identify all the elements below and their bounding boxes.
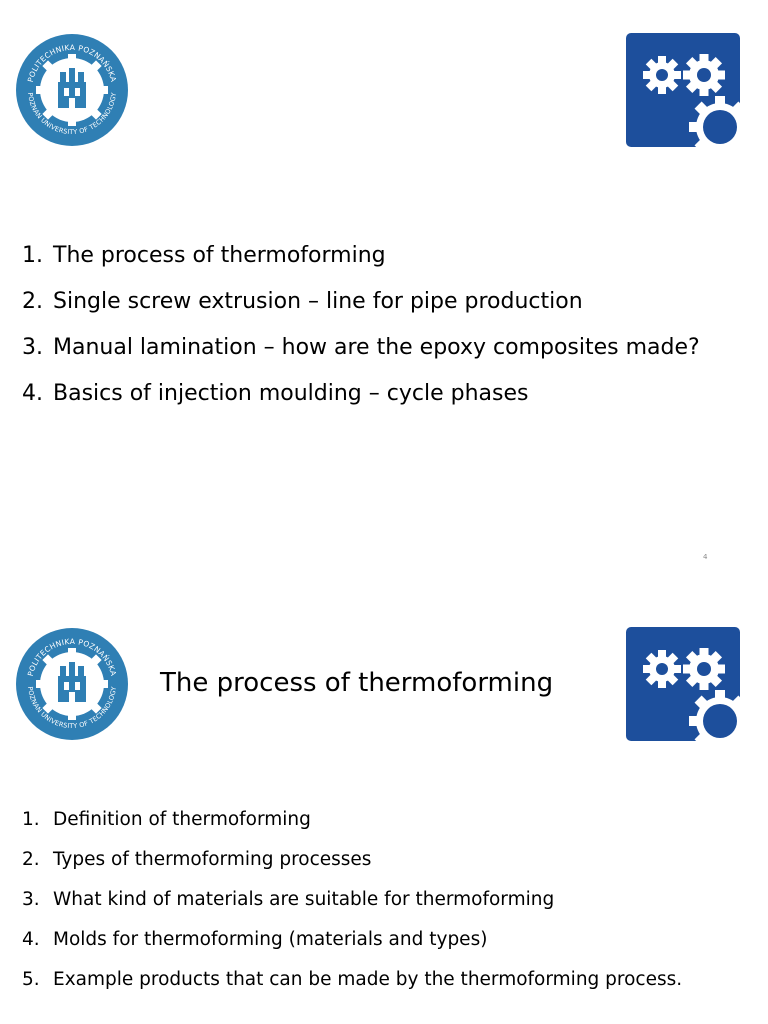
university-seal-icon: POLITECHNIKA POZNAŃSKA POZNAN UNIVERSITY… <box>16 34 128 146</box>
university-seal-icon: POLITECHNIKA POZNAŃSKA POZNAN UNIVERSITY… <box>16 628 128 740</box>
list-item: 4.Molds for thermoforming (materials and… <box>22 929 488 950</box>
list-item: 2.Types of thermoforming processes <box>22 849 372 870</box>
list-item: 3.Manual lamination – how are the epoxy … <box>22 335 700 360</box>
slide-1: POLITECHNIKA POZNAŃSKA POZNAN UNIVERSITY… <box>16 33 740 561</box>
list-item: 1.The process of thermoforming <box>22 243 386 268</box>
list-item: 2.Single screw extrusion – line for pipe… <box>22 289 583 314</box>
list-item: 4.Basics of injection moulding – cycle p… <box>22 381 529 406</box>
gears-icon <box>626 627 740 741</box>
list-item: 5.Example products that can be made by t… <box>22 969 683 990</box>
list-item: 1.Definition of thermoforming <box>22 809 311 830</box>
slide-2: POLITECHNIKA POZNAŃSKA POZNAN UNIVERSITY… <box>0 594 768 1024</box>
slide-title: The process of thermoforming <box>160 668 554 698</box>
topic-list: 1.Definition of thermoforming 2.Types of… <box>22 806 682 1006</box>
list-item: 3.What kind of materials are suitable fo… <box>22 889 555 910</box>
gears-icon <box>626 33 740 147</box>
page-number: 4 <box>703 553 708 561</box>
agenda-list: 1.The process of thermoforming 2.Single … <box>22 240 700 424</box>
